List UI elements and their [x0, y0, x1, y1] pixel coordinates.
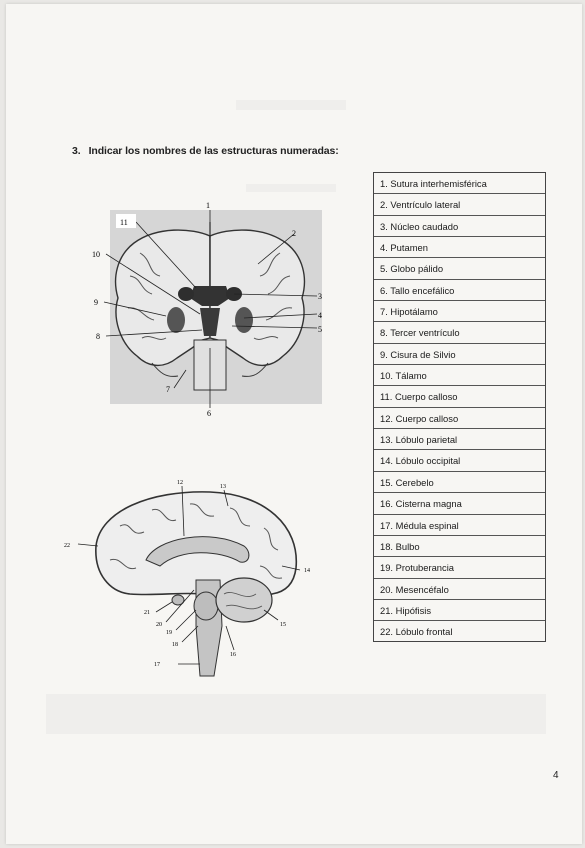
sagittal-label-14: 14: [304, 568, 310, 574]
leader-line-22: [77, 543, 99, 547]
coronal-label-9: 9: [94, 298, 98, 307]
leader-line-18: [181, 625, 199, 643]
answer-item: 9. Cisura de Silvio: [374, 344, 545, 366]
worksheet-page: 3. Indicar los nombres de las estructuras…: [6, 4, 582, 844]
sagittal-label-18: 18: [172, 642, 178, 648]
answer-item: 12. Cuerpo calloso: [374, 408, 545, 430]
answer-item: 5. Globo pálido: [374, 258, 545, 280]
sagittal-label-21: 21: [144, 610, 150, 616]
answer-item: 7. Hipotálamo: [374, 301, 545, 323]
answer-item: 3. Núcleo caudado: [374, 216, 545, 238]
coronal-brain-figure: 1 2 3 4 5 6 7 8 9 10 11: [92, 201, 322, 418]
sagittal-label-20: 20: [156, 622, 162, 628]
answer-item: 22. Lóbulo frontal: [380, 626, 453, 638]
answer-item: 15. Cerebelo: [374, 472, 545, 494]
answer-list: 1. Sutura interhemisférica 2. Ventrículo…: [373, 172, 546, 642]
question-heading: 3. Indicar los nombres de las estructuras…: [72, 145, 339, 157]
leader-line-3: [233, 293, 318, 297]
answer-item: 14. Lóbulo occipital: [374, 450, 545, 472]
coronal-label-5: 5: [318, 325, 322, 334]
sagittal-label-16: 16: [230, 652, 236, 658]
leader-line-14: [281, 565, 301, 571]
question-number: 3.: [72, 145, 81, 157]
answer-item: 2. Ventrículo lateral: [374, 194, 545, 216]
pons: [193, 591, 219, 621]
coronal-label-1: 1: [206, 201, 210, 210]
leader-line-9: [103, 301, 167, 317]
coronal-label-8: 8: [96, 332, 100, 341]
left-gyri: [127, 252, 167, 340]
answer-item: 4. Putamen: [374, 237, 545, 259]
answer-item: 10. Tálamo: [374, 365, 545, 387]
answer-item: 17. Médula espinal: [374, 515, 545, 536]
right-gyri: [253, 252, 293, 340]
sagittal-brain-figure: 12 13 14 15 16 17 18 19 20 21 22: [64, 480, 310, 677]
label-11-background: [116, 214, 136, 228]
coronal-label-7: 7: [166, 385, 170, 394]
sagittal-label-22: 22: [64, 543, 70, 549]
leader-line-4: [243, 313, 318, 319]
leader-line-16: [225, 625, 235, 651]
leader-line-13: [223, 489, 229, 507]
sagittal-label-15: 15: [280, 622, 286, 628]
lateral-ventricles: [190, 286, 230, 306]
answer-item: 11. Cuerpo calloso: [374, 386, 545, 408]
cerebellar-folia: [223, 592, 263, 610]
coronal-label-3: 3: [318, 292, 322, 301]
temporal-lobe-right: [241, 362, 269, 377]
answer-item: 16. Cisterna magna: [374, 493, 545, 515]
question-text: Indicar los nombres de las estructuras n…: [88, 145, 339, 157]
answer-item: 19. Protuberancia: [374, 557, 545, 579]
sagittal-label-17: 17: [154, 662, 160, 668]
answer-item: 18. Bulbo: [374, 536, 545, 558]
leader-line-10: [105, 253, 201, 315]
coronal-label-10: 10: [92, 250, 100, 259]
cortical-gyri: [109, 503, 283, 579]
putamen-right: [235, 307, 253, 333]
page-number: 4: [553, 770, 559, 781]
bleed-through-mark: [236, 100, 346, 110]
corpus-callosum: [145, 536, 250, 567]
leader-line-21: [155, 601, 173, 613]
right-hemisphere: [209, 229, 306, 366]
bleed-through-mark: [246, 184, 336, 192]
putamen-left: [167, 307, 185, 333]
left-hemisphere: [114, 229, 211, 366]
answer-item: 21. Hipófisis: [374, 600, 545, 622]
coronal-label-4: 4: [318, 311, 322, 320]
leader-line-20: [165, 589, 195, 623]
coronal-label-6: 6: [207, 409, 211, 418]
leader-line-2: [257, 233, 295, 265]
leader-line-19: [175, 609, 197, 631]
thalamus: [200, 308, 220, 336]
temporal-lobe-left: [151, 362, 179, 377]
leader-line-15: [263, 609, 279, 621]
sagittal-label-12: 12: [177, 480, 183, 486]
sagittal-label-19: 19: [166, 630, 172, 636]
answer-item: 8. Tercer ventrículo: [374, 322, 545, 344]
cerebellum: [215, 577, 273, 623]
pituitary: [171, 594, 185, 606]
answer-item: 1. Sutura interhemisférica: [374, 173, 545, 195]
answer-item: 13. Lóbulo parietal: [374, 429, 545, 451]
coronal-label-2: 2: [292, 229, 296, 238]
bleed-through-mark: [46, 694, 546, 734]
answer-item: 20. Mesencéfalo: [374, 579, 545, 600]
sagittal-label-13: 13: [220, 484, 226, 490]
leader-line-5: [231, 325, 318, 329]
coronal-label-11: 11: [120, 218, 128, 227]
leader-line-11: [135, 221, 197, 289]
caudate-left: [178, 287, 194, 301]
leader-line-12: [181, 485, 185, 537]
leader-line-8: [105, 329, 203, 337]
leader-line-7: [173, 369, 187, 389]
answer-item: 6. Tallo encefálico: [374, 280, 545, 302]
